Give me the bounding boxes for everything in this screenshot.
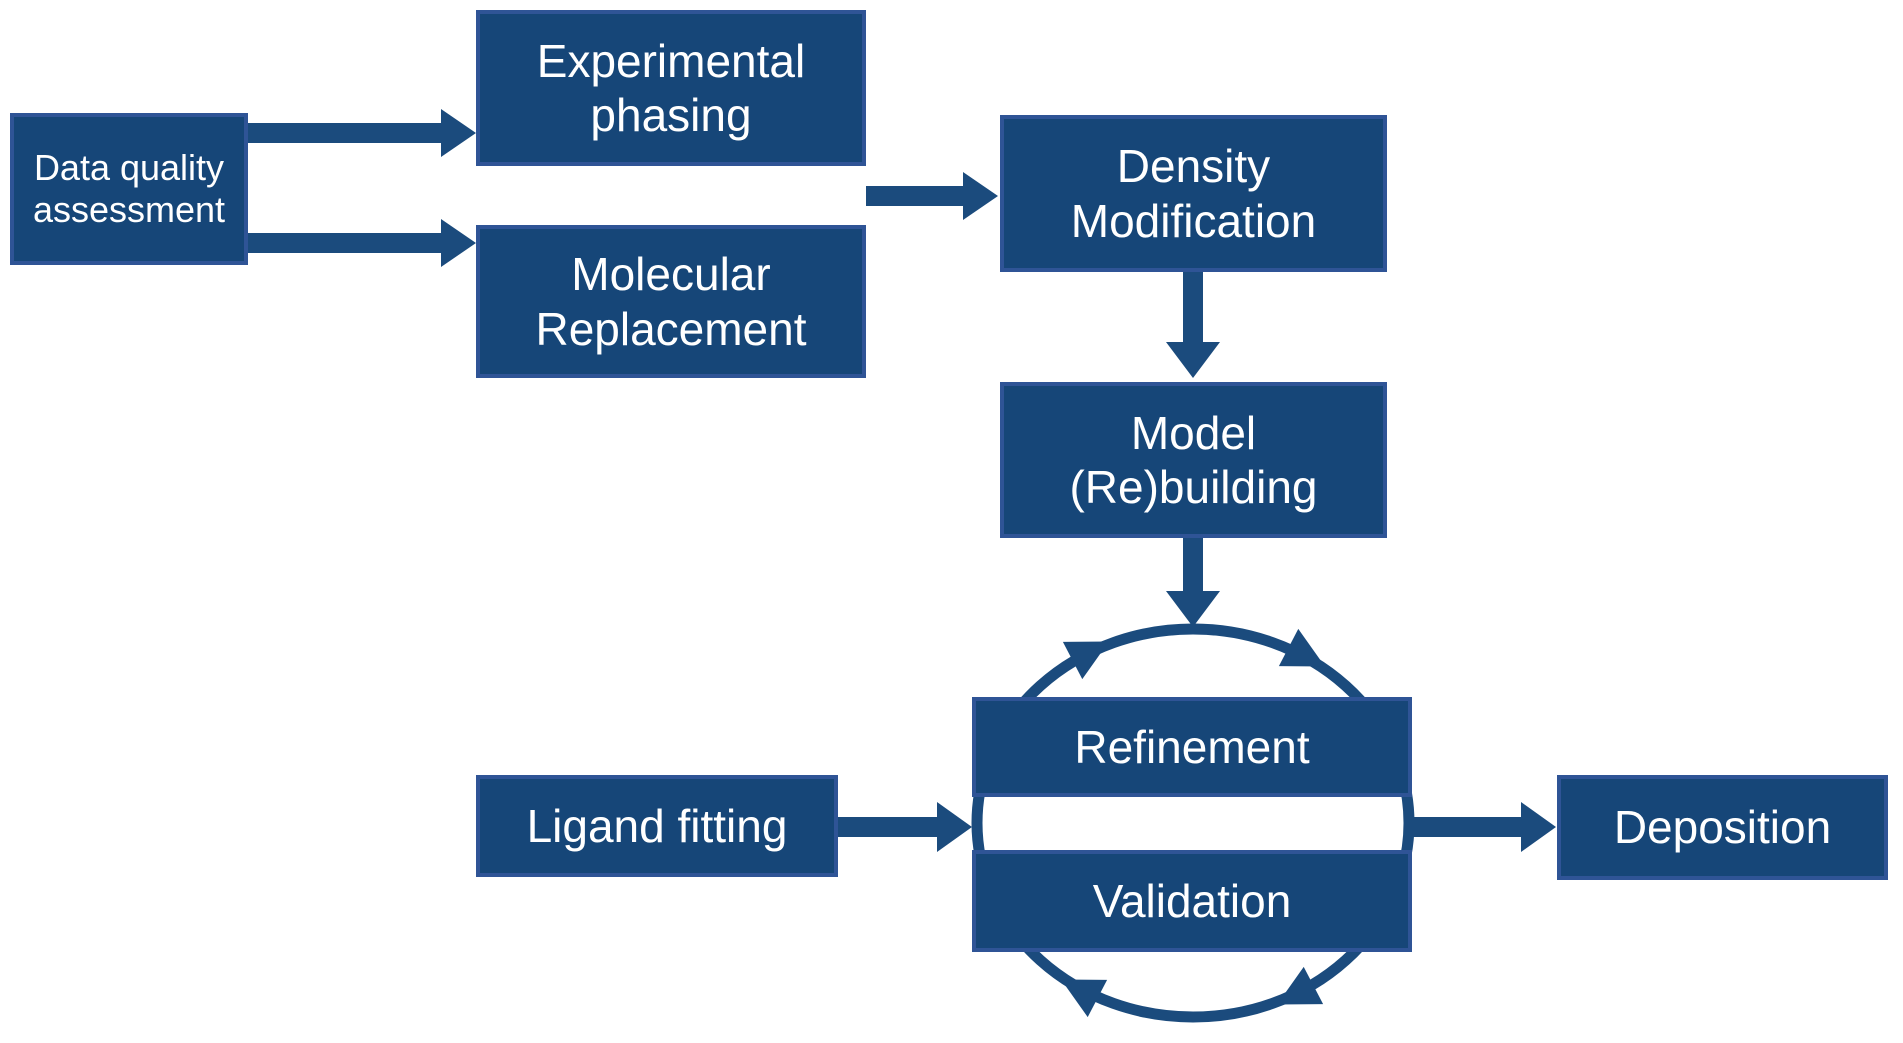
- node-model-rebuilding-label: Model (Re)building: [1069, 406, 1318, 513]
- node-data-quality-assessment: Data quality assessment: [10, 113, 248, 265]
- node-model-rebuilding: Model (Re)building: [1000, 382, 1387, 538]
- arrow-model-rebuilding-to-cycle: [1166, 538, 1220, 627]
- arrow-ligand-fitting-to-cycle: [838, 802, 972, 852]
- node-refinement: Refinement: [972, 697, 1412, 797]
- cycle-gap-mask: [988, 794, 1400, 852]
- node-refinement-label: Refinement: [1074, 720, 1310, 773]
- arrow-data-quality-to-molecular-replacement: [248, 219, 476, 267]
- node-deposition: Deposition: [1557, 775, 1888, 880]
- node-experimental-phasing-label: Experimental phasing: [536, 34, 806, 141]
- node-density-modification-label: Density Modification: [1070, 140, 1317, 247]
- arrow-cycle-to-deposition: [1412, 802, 1556, 852]
- cycle-arrowhead-bottom-right-icon: [1277, 966, 1324, 1005]
- cycle-arrowhead-top-right-icon: [1278, 628, 1325, 667]
- arrow-phasing-to-density-modification: [866, 172, 998, 220]
- arrow-density-modification-to-model-rebuilding: [1166, 272, 1220, 378]
- node-molecular-replacement-label: Molecular Replacement: [535, 248, 807, 355]
- node-validation-label: Validation: [1092, 874, 1292, 927]
- refinement-validation-cycle-arrow: [971, 623, 1415, 1023]
- node-validation: Validation: [972, 850, 1412, 952]
- node-ligand-fitting: Ligand fitting: [476, 775, 838, 877]
- node-experimental-phasing: Experimental phasing: [476, 10, 866, 166]
- node-data-quality-assessment-label: Data quality assessment: [32, 146, 226, 230]
- node-molecular-replacement: Molecular Replacement: [476, 225, 866, 378]
- cycle-arrowhead-bottom-left-icon: [1061, 979, 1108, 1018]
- arrow-data-quality-to-experimental-phasing: [248, 109, 476, 157]
- node-ligand-fitting-label: Ligand fitting: [526, 799, 788, 852]
- node-density-modification: Density Modification: [1000, 115, 1387, 272]
- node-deposition-label: Deposition: [1613, 801, 1832, 854]
- cycle-arrowhead-top-left-icon: [1062, 641, 1109, 680]
